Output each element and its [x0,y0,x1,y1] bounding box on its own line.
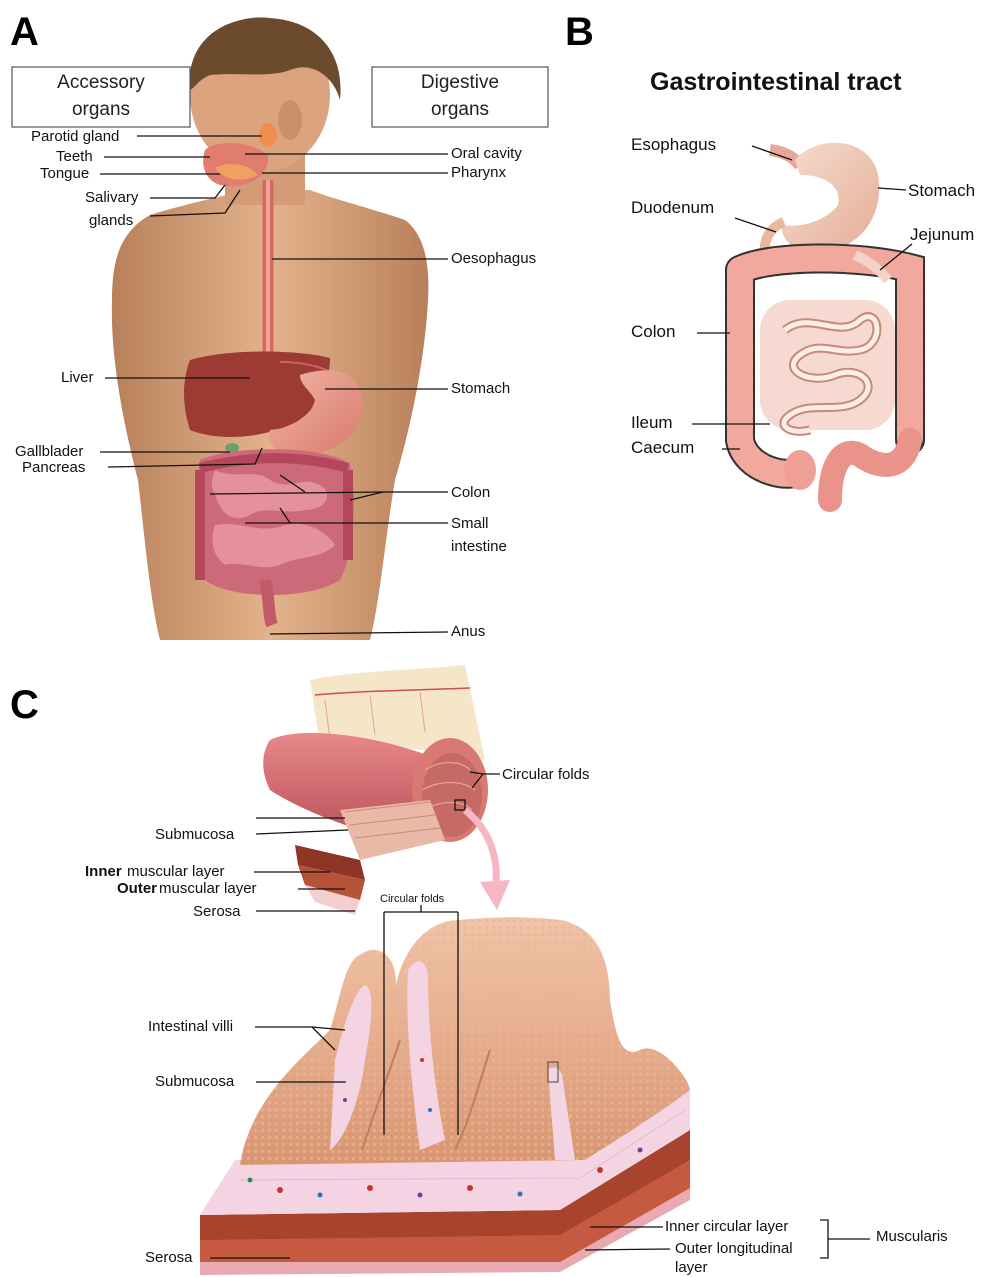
label-serosa-top: Serosa [193,903,241,920]
label-outer-muscular-rest: muscular layer [159,880,257,897]
panel-c-letter: C [10,683,39,727]
label-colon-b: Colon [631,322,675,341]
label-caecum: Caecum [631,438,694,457]
label-stomach-a: Stomach [451,380,510,397]
label-outer-longitudinal-1: Outer longitudinal [675,1240,793,1257]
panel-b-title: Gastrointestinal tract [650,68,902,96]
label-muscularis: Muscularis [876,1228,948,1245]
label-submucosa-bottom: Submucosa [155,1073,235,1090]
label-circular-folds-top: Circular folds [502,766,590,783]
intestine-segment-illustration [263,665,488,915]
accessory-organs-line1: Accessory [57,72,145,93]
label-inner-muscular-bold: Inner [85,863,122,880]
label-oral-cavity: Oral cavity [451,145,522,162]
accessory-organs-line2: organs [72,99,130,120]
gi-tract-illustration [740,143,910,500]
label-gallbladder: Gallblader [15,443,83,460]
label-outer-muscular-bold: Outer [117,880,157,897]
villi-cross-section-illustration [200,917,690,1275]
label-outer-longitudinal-2: layer [675,1259,708,1276]
label-intestine: intestine [451,538,507,555]
label-submucosa-top: Submucosa [155,826,235,843]
digestive-organs-line1: Digestive [421,72,499,93]
label-stomach-b: Stomach [908,181,975,200]
label-small: Small [451,515,489,532]
panel-a-letter: A [10,10,39,54]
label-pharynx: Pharynx [451,164,507,181]
label-serosa-bottom: Serosa [145,1249,193,1266]
label-tongue: Tongue [40,165,89,182]
label-oesophagus: Oesophagus [451,250,536,267]
label-jejunum: Jejunum [910,225,974,244]
label-duodenum: Duodenum [631,198,714,217]
label-parotid-gland: Parotid gland [31,128,119,145]
label-circular-folds-small: Circular folds [380,893,445,905]
label-intestinal-villi: Intestinal villi [148,1018,233,1035]
panel-b-letter: B [565,10,594,54]
label-salivary: Salivary [85,189,139,206]
label-glands: glands [89,212,133,229]
digestive-organs-line2: organs [431,99,489,120]
label-ileum: Ileum [631,413,673,432]
label-pancreas: Pancreas [22,459,85,476]
label-anus: Anus [451,623,485,640]
label-inner-muscular-rest: muscular layer [127,863,225,880]
label-liver: Liver [61,369,94,386]
label-inner-circular-layer: Inner circular layer [665,1218,788,1235]
label-colon-a: Colon [451,484,490,501]
label-teeth: Teeth [56,148,93,165]
label-esophagus: Esophagus [631,135,716,154]
muscularis-bracket [820,1220,870,1258]
